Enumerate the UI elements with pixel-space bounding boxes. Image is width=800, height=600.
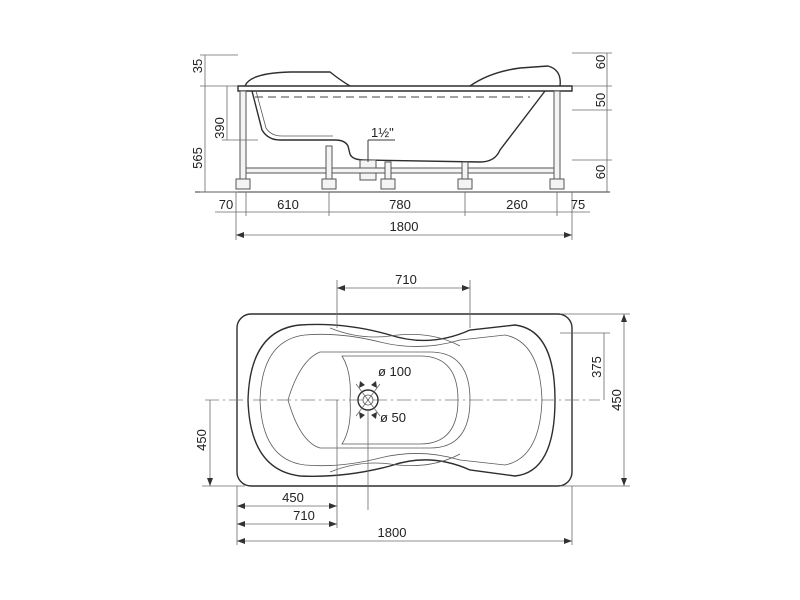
basin-outline <box>247 323 556 477</box>
dim-leg-span-3: 260 <box>506 197 528 212</box>
dim-right-low: 60 <box>593 165 608 179</box>
dim-leg-span-1: 610 <box>277 197 299 212</box>
frame-rail <box>245 167 555 174</box>
dim-side-total-length: 1800 <box>390 219 419 234</box>
top-view: ø 100 ø 50 710 375 450 450 450 <box>194 272 630 545</box>
dim-total-height: 565 <box>190 147 205 169</box>
leg-mid-3 <box>384 161 392 180</box>
foot-right <box>549 178 565 190</box>
drain-inner-circle <box>362 394 374 406</box>
foot-mid-3 <box>380 178 396 190</box>
dim-right-mid: 50 <box>593 93 608 107</box>
tub-body-profile <box>251 90 546 163</box>
dim-full-width: 450 <box>609 389 624 411</box>
dim-leg-span-2: 780 <box>389 197 411 212</box>
dim-left-width: 450 <box>194 429 209 451</box>
leg-mid-1 <box>325 145 333 180</box>
side-view: 35 565 390 60 50 60 1½" 70 610 780 260 7… <box>190 52 612 240</box>
dim-foot-left: 70 <box>219 197 233 212</box>
basin-floor-inner <box>341 355 459 445</box>
leg-left <box>239 90 247 180</box>
dim-half-width: 375 <box>589 356 604 378</box>
dim-bottom-2: 710 <box>293 508 315 523</box>
armrest-top <box>329 327 461 347</box>
dim-inner-depth: 390 <box>212 117 227 139</box>
tub-inner-wall <box>255 90 333 137</box>
foot-mid-2 <box>457 178 473 190</box>
leg-right <box>553 90 561 180</box>
headrest-right <box>469 65 561 87</box>
tub-rim <box>237 85 573 92</box>
foot-left <box>235 178 251 190</box>
armrest-bottom <box>329 453 461 473</box>
dim-top-total-length: 1800 <box>378 525 407 540</box>
leg-mid-2 <box>461 161 469 180</box>
drain-size-label: 1½" <box>371 125 394 140</box>
foot-mid-1 <box>321 178 337 190</box>
dim-drain-outer: ø 100 <box>378 364 411 379</box>
basin-floor <box>287 351 471 449</box>
dim-right-top: 60 <box>593 55 608 69</box>
dim-center-span: 710 <box>395 272 417 287</box>
dim-foot-right: 75 <box>571 197 585 212</box>
basin-inner-outline <box>259 333 543 467</box>
dim-bottom-1: 450 <box>282 490 304 505</box>
dim-rim-top: 35 <box>190 59 205 73</box>
headrest-left <box>244 71 351 87</box>
dim-drain-inner: ø 50 <box>380 410 406 425</box>
